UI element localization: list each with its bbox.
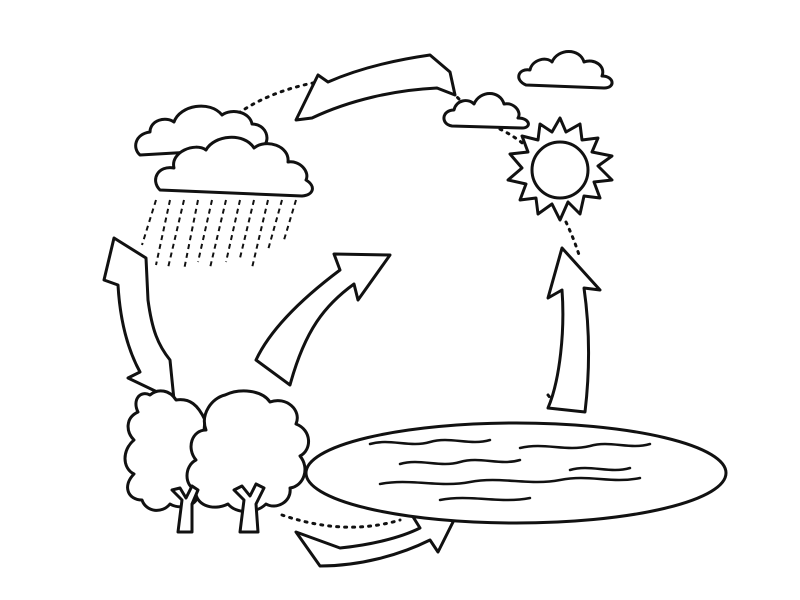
rain-cloud-icon — [136, 106, 313, 270]
transpiration-arrow — [256, 254, 390, 385]
tree-icon — [125, 391, 309, 532]
precipitation-arrow — [104, 238, 174, 400]
cloud-icon — [519, 52, 612, 89]
evaporation-arrow — [548, 248, 600, 412]
sun-icon — [508, 118, 612, 220]
rain-lines — [142, 200, 296, 270]
evaporation-return-arrow — [296, 55, 455, 120]
lake-icon — [306, 423, 726, 523]
